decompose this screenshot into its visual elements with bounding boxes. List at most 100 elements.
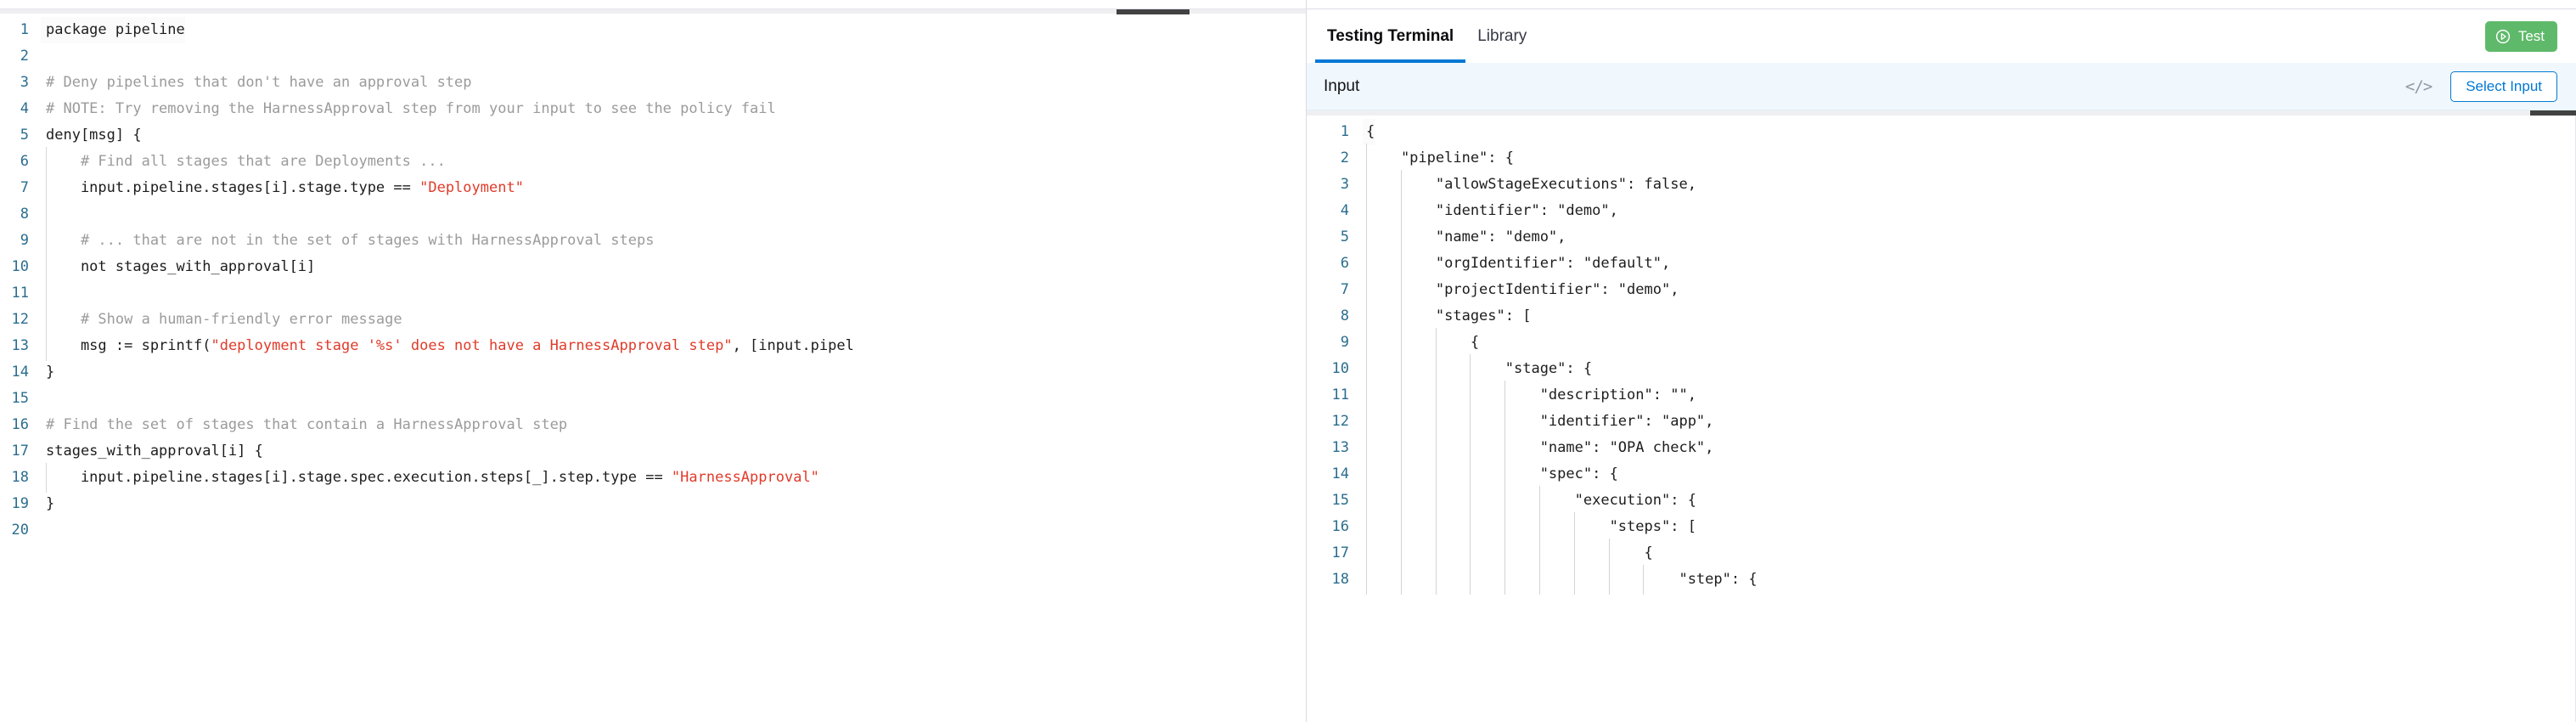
code-line: 15: [0, 386, 1306, 412]
code-line-text: msg := sprintf("deployment stage '%s' do…: [41, 331, 854, 361]
code-line-text: input.pipeline.stages[i].stage.spec.exec…: [41, 463, 819, 493]
indent-guide: [1400, 539, 1402, 568]
test-button[interactable]: Test: [2484, 20, 2557, 52]
line-number: 2: [1340, 149, 1349, 166]
indent-guide: [46, 252, 47, 282]
indent-guide: [46, 200, 47, 229]
json-token: {: [1366, 123, 1375, 140]
indent-guide: [1400, 275, 1402, 305]
line-number: 1: [1340, 123, 1349, 140]
json-line: 16 "steps": [: [1307, 512, 2576, 542]
indent-guide: [1470, 565, 1471, 595]
json-token: "execution": {: [1366, 492, 1696, 509]
indent-guide: [1435, 381, 1437, 410]
editor-horizontal-scrollbar[interactable]: [0, 8, 1306, 14]
indent-guide: [46, 279, 47, 308]
json-line: 6 "orgIdentifier": "default",: [1307, 249, 2576, 279]
indent-guide: [1470, 433, 1471, 463]
select-input-button[interactable]: Select Input: [2450, 71, 2557, 102]
line-number: 1: [20, 21, 29, 38]
terminal-tabs: Testing Terminal Library Test: [1307, 9, 2576, 63]
line-number: 7: [1340, 281, 1349, 298]
indent-guide: [1470, 354, 1471, 384]
code-token-plain: msg := sprintf(: [46, 337, 211, 354]
code-line-text: }: [41, 491, 54, 517]
line-number: 8: [20, 206, 29, 223]
indent-guide: [1366, 328, 1367, 358]
json-token: "identifier": "demo",: [1366, 202, 1618, 219]
indent-guide: [1366, 433, 1367, 463]
line-number: 12: [1331, 413, 1349, 430]
indent-guide: [1366, 144, 1367, 173]
line-number: 9: [1340, 334, 1349, 351]
code-line-text: # NOTE: Try removing the HarnessApproval…: [41, 96, 776, 122]
indent-guide: [1539, 565, 1540, 595]
line-number: 8: [1340, 307, 1349, 324]
json-line: 13 "name": "OPA check",: [1307, 433, 2576, 463]
code-line-text: not stages_with_approval[i]: [41, 252, 315, 282]
indent-guide: [1470, 486, 1471, 516]
indent-guide: [1400, 354, 1402, 384]
code-token-string: "HarnessApproval": [671, 469, 819, 486]
indent-guide: [46, 147, 47, 177]
indent-guide: [1366, 486, 1367, 516]
code-line-text: [41, 517, 46, 544]
indent-guide: [1400, 170, 1402, 200]
indent-guide: [1400, 460, 1402, 489]
indent-guide: [1400, 565, 1402, 595]
code-line: 19}: [0, 491, 1306, 517]
json-token: "allowStageExecutions": false,: [1366, 176, 1696, 193]
json-line: 5 "name": "demo",: [1307, 223, 2576, 252]
code-token-plain: }: [46, 364, 55, 381]
code-token-comment: # Find the set of stages that contain a …: [46, 416, 568, 433]
indent-guide: [1643, 565, 1645, 595]
indent-guide: [1435, 565, 1437, 595]
line-number: 19: [11, 495, 29, 512]
code-line-text: [41, 279, 47, 308]
input-horizontal-scrollbar[interactable]: [1307, 110, 2576, 116]
json-input-area[interactable]: 1{2 "pipeline": {3 "allowStageExecutions…: [1307, 116, 2576, 722]
json-token: {: [1366, 544, 1653, 561]
testing-terminal-pane: Testing Terminal Library Test Input </>: [1307, 0, 2576, 722]
json-line: 1{: [1307, 119, 2576, 145]
code-line: 7 input.pipeline.stages[i].stage.type ==…: [0, 173, 1306, 203]
code-token-plain: , [input.pipel: [732, 337, 854, 354]
json-token: "name": "OPA check",: [1366, 439, 1714, 456]
json-line: 7 "projectIdentifier": "demo",: [1307, 275, 2576, 305]
code-line-text: # Deny pipelines that don't have an appr…: [41, 70, 472, 96]
json-line-text: "step": {: [1363, 565, 1758, 595]
line-number: 4: [1340, 202, 1349, 219]
indent-guide: [1435, 354, 1437, 384]
tab-testing-terminal[interactable]: Testing Terminal: [1315, 9, 1466, 63]
json-line: 12 "identifier": "app",: [1307, 407, 2576, 437]
tab-library[interactable]: Library: [1465, 9, 1538, 63]
json-token: "pipeline": {: [1366, 149, 1514, 166]
indent-guide: [1366, 381, 1367, 410]
json-line: 9 {: [1307, 328, 2576, 358]
indent-guide: [1435, 539, 1437, 568]
code-line-text: deny[msg] {: [41, 122, 142, 149]
code-line: 16# Find the set of stages that contain …: [0, 412, 1306, 438]
code-line: 6 # Find all stages that are Deployments…: [0, 147, 1306, 177]
code-token-string: "deployment stage '%s' does not have a H…: [211, 337, 733, 354]
code-line-text: }: [41, 359, 54, 386]
editor-scrollbar-thumb[interactable]: [1116, 9, 1190, 14]
code-line-text: stages_with_approval[i] {: [41, 438, 263, 465]
code-brackets-icon[interactable]: </>: [2404, 76, 2433, 96]
line-number: 15: [1331, 492, 1349, 509]
json-line: 17 {: [1307, 539, 2576, 568]
input-scrollbar-thumb[interactable]: [2530, 110, 2576, 116]
indent-guide: [1400, 196, 1402, 226]
line-number: 6: [20, 153, 29, 170]
json-line: 2 "pipeline": {: [1307, 144, 2576, 173]
line-number: 15: [11, 390, 29, 407]
code-line-text: [41, 43, 46, 70]
json-token: "orgIdentifier": "default",: [1366, 255, 1671, 272]
line-number: 17: [1331, 544, 1349, 561]
json-line: 15 "execution": {: [1307, 486, 2576, 516]
code-line-text: # ... that are not in the set of stages …: [41, 226, 654, 256]
